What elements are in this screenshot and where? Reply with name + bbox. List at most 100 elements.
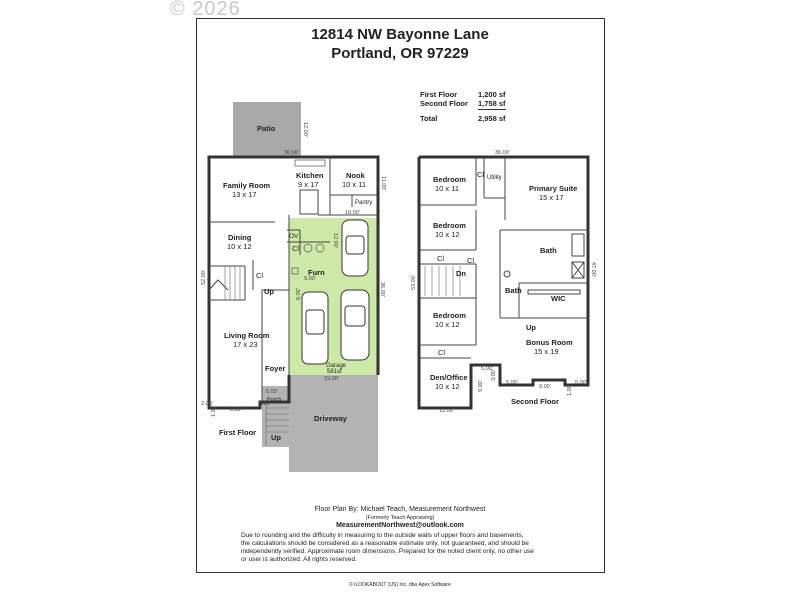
first-left-dim: 52.00' [201,270,207,285]
driveway-label: Driveway [314,414,347,423]
second-bottom-dim-3: 5.00' [575,380,587,386]
second-floor-walls [417,155,590,410]
first-floor-walls [207,155,380,410]
first-floor-name: First Floor [219,428,257,437]
first-floor-interior-walls [208,157,378,405]
porch-stairs-up-label: Up [271,433,281,442]
garage-side-dim: 36.00' [379,282,385,297]
bonus-room-size: 15 x 19 [534,347,559,356]
sqft-first-value: 1,200 sf [478,90,506,99]
furnace-width-dim: 9.00' [304,276,316,282]
patio-label: Patio [257,124,276,133]
second-floor-stairs [424,266,461,296]
garage-mid-dim: 6.00' [296,288,302,300]
disclaimer-line-2: the calculations should be considered as… [241,540,529,547]
primary-bath-label: Bath [540,246,557,255]
hall-bath-label: Bath [505,286,522,295]
patio-area [233,102,301,157]
primary-suite-size: 15 x 17 [539,193,564,202]
walk-in-closet-label: WIC [551,294,566,303]
first-step-dim: 1.00' [211,405,217,417]
closet-label-2: Cl [256,271,264,280]
second-floor-name: Second Floor [511,397,559,406]
second-top-dim: 36.00' [495,150,510,156]
sqft-second-label: Second Floor [420,99,468,108]
first-bottom-width-dim: 8.00' [230,407,242,413]
garage-size: 581sf [327,369,342,375]
sqft-first-label: First Floor [420,90,458,99]
bedroom-2-size: 10 x 12 [435,230,460,239]
dining-size: 10 x 12 [227,242,252,251]
oven-label: OV [289,233,299,240]
den-office-size: 10 x 12 [435,382,460,391]
second-bottom-dim-2: 9.00' [539,384,551,390]
bonus-stairs-up-label: Up [526,323,536,332]
primary-suite-label: Primary Suite [529,184,578,193]
garage-inner-dim: 12.00' [332,233,338,248]
living-room-size: 17 x 23 [233,340,258,349]
nook-label: Nook [346,171,365,180]
sqft-total-label: Total [420,114,438,123]
closet-c-label: Cl [438,348,446,357]
closet-b-label: Cl [467,256,475,265]
family-room-label: Family Room [223,181,271,190]
driveway-area [262,375,378,472]
footer-former-name: (Formerly Teach Appraising) [365,515,435,521]
notch-a-dim: 5.00' [481,366,493,372]
second-bottom-dim-4: 1.00' [567,384,573,396]
second-right-dim: 47.00' [590,262,596,277]
closet-label-1: Cl [292,244,300,253]
bedroom-1-size: 10 x 11 [435,184,460,193]
nook-size: 10 x 11 [342,180,367,189]
dining-label: Dining [228,233,252,242]
garage-label: Garage [326,363,347,369]
bedroom-2-label: Bedroom [433,221,466,230]
first-bottom-right-dim: 2.00' [259,401,271,407]
stairs-down-label: Dn [456,269,466,278]
closet-a-label: Cl [437,254,445,263]
disclaimer-line-1: Due to rounding and the difficulty in me… [241,532,524,539]
copyright-watermark: © 2026 [170,0,241,20]
porch-label: Porch [267,397,282,403]
den-office-label: Den/Office [430,373,468,382]
second-left-dim: 53.00' [411,275,417,290]
disclaimer-line-4: or user is authorized. All rights reserv… [241,556,357,563]
footer-email: MeasurementNorthwest@outlook.com [336,522,464,529]
first-right-dim: 11.00' [380,176,386,191]
address-line-2: Portland, OR 97229 [331,45,469,62]
sqft-second-value: 1,758 sf [478,99,506,110]
furnace-label: Furn [308,268,325,277]
sqft-total-value: 2,958 sf [478,114,506,123]
kitchen-size: 9 x 17 [298,180,319,189]
bedroom-3-label: Bedroom [433,311,466,320]
kitchen-label: Kitchen [296,171,324,180]
first-top-dim: 36.00' [284,150,299,156]
patio-depth-dim: 12.00' [302,122,308,137]
pantry-label: Pantry [355,200,373,206]
software-credit: © iLOOKABOUT (US) Inc. dba Apex Software [349,582,451,588]
garage-cars [301,219,370,365]
bedroom-3-size: 10 x 12 [435,320,460,329]
footer-credit: Floor Plan By: Michael Teach, Measuremen… [314,506,486,513]
second-bottom-dim-1: 5.00' [506,380,518,386]
disclaimer-line-3: independently verified. Approximate room… [241,548,534,555]
address-line-1: 12814 NW Bayonne Lane [311,26,489,43]
first-floor-stairs [224,266,289,445]
stairs-up-label: Up [264,287,274,296]
first-bottom-left-dim: 2.00' [201,401,213,407]
second-floor-interior-walls [419,157,588,359]
family-room-size: 13 x 17 [232,190,257,199]
bonus-room-label: Bonus Room [526,338,573,347]
garage-top-dim: 10.00' [345,210,360,216]
bedroom-1-label: Bedroom [433,175,466,184]
garage-width-dim: 19.00' [324,376,339,382]
utility-closet-label: Cl [477,170,485,179]
porch-width-dim: 5.00' [266,389,278,395]
foyer-label: Foyer [265,364,286,373]
floor-plan-sheet [196,18,605,573]
kitchen-fixtures [291,159,326,275]
den-width-dim: 12.00' [439,408,454,414]
den-height-dim: 9.00' [478,380,484,392]
utility-label: Utility [487,175,502,181]
